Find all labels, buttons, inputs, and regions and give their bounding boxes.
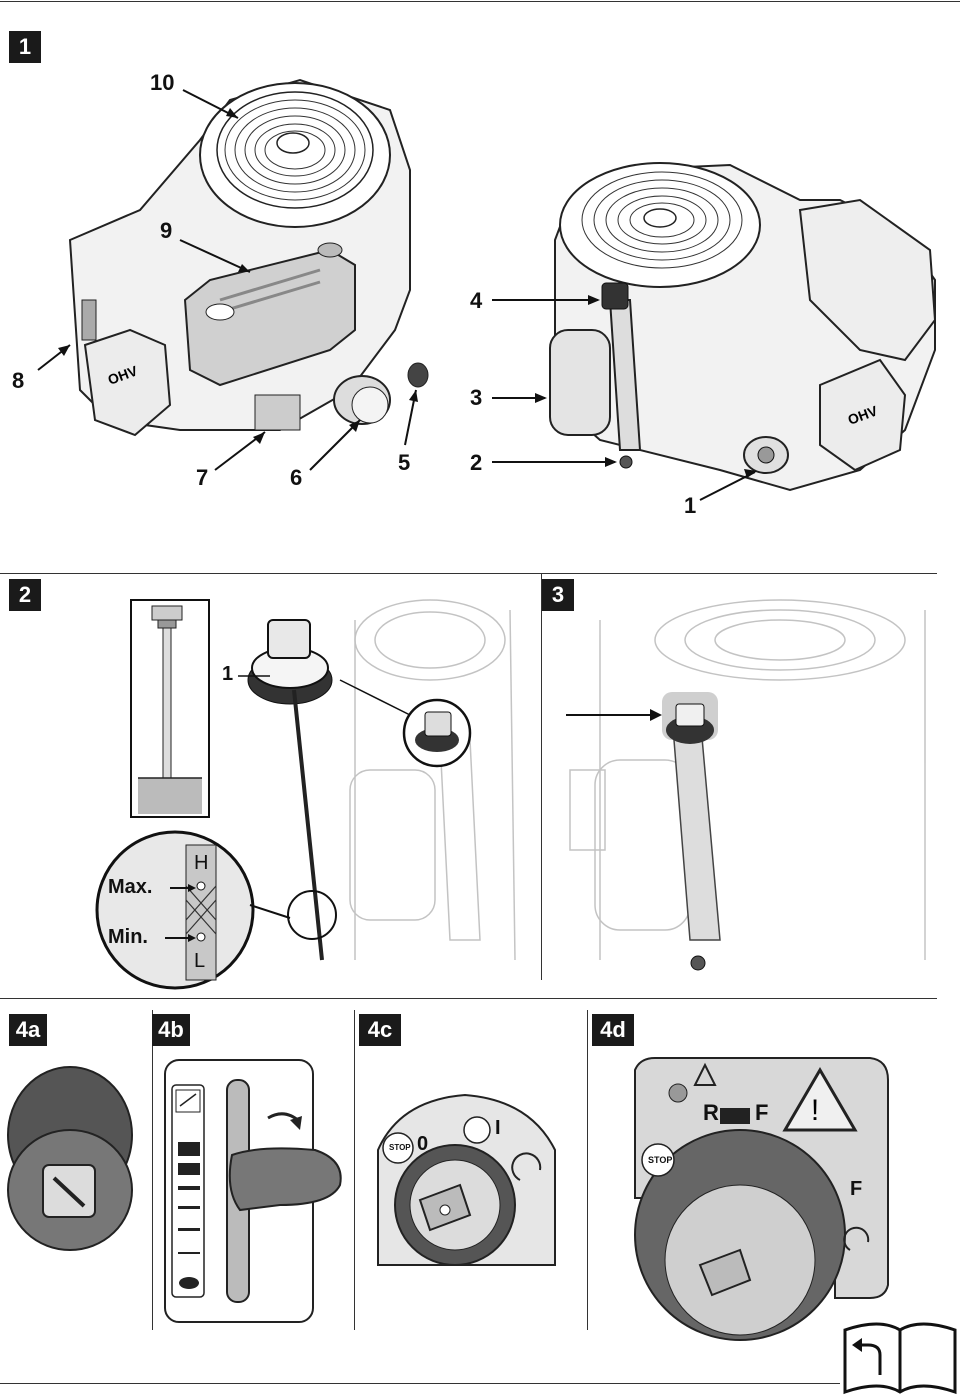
callout-1-fig1: 1 xyxy=(684,493,697,518)
figure-2-badge: 2 xyxy=(9,579,41,611)
callout-10: 10 xyxy=(150,70,175,95)
callout-7: 7 xyxy=(196,465,209,490)
divider-row1 xyxy=(0,573,937,574)
engine-right-illustration: OHV xyxy=(492,162,937,501)
callout-6: 6 xyxy=(290,465,303,490)
divider-row2 xyxy=(0,998,937,999)
panel-forward-label: F xyxy=(755,1100,769,1125)
figure-4a-badge: 4a xyxy=(9,1014,47,1046)
callout-9: 9 xyxy=(160,218,173,243)
panel-reverse-label: R xyxy=(703,1100,719,1125)
dipstick-callout-1: 1 xyxy=(222,663,234,685)
dipstick-max-label: Max. xyxy=(108,876,153,898)
key-stop-label: STOP xyxy=(389,1143,411,1152)
divider-4c-4d xyxy=(587,1010,588,1330)
figure-4b-badge: 4b xyxy=(152,1014,190,1046)
dipstick-illustration xyxy=(95,599,516,990)
top-rule xyxy=(0,1,960,2)
panel-forward2-label: F xyxy=(850,1178,863,1200)
divider-4a-4b xyxy=(152,1010,153,1330)
figure-3-badge: 3 xyxy=(542,579,574,611)
key-zero-label: 0 xyxy=(417,1133,429,1155)
svg-text:!: ! xyxy=(811,1094,819,1127)
key-one-label: I xyxy=(495,1117,501,1139)
callout-4: 4 xyxy=(470,288,483,313)
callout-3: 3 xyxy=(470,385,483,410)
figure-4d-badge: 4d xyxy=(592,1014,634,1046)
panel-stop-label: STOP xyxy=(648,1155,673,1165)
engine-left-illustration: OHV xyxy=(37,78,429,471)
dipstick-high-mark: H xyxy=(194,852,209,874)
callout-2: 2 xyxy=(470,450,483,475)
callout-8: 8 xyxy=(12,368,25,393)
oil-fill-cap-illustration xyxy=(566,599,926,971)
divider-fig2-fig3 xyxy=(541,574,542,980)
bottom-rule xyxy=(0,1383,840,1384)
figure-1-badge: 1 xyxy=(9,31,41,63)
dipstick-low-mark: L xyxy=(194,950,206,972)
divider-4b-4c xyxy=(354,1010,355,1330)
dipstick-min-label: Min. xyxy=(108,926,148,948)
callout-5: 5 xyxy=(398,450,411,475)
figure-4c-badge: 4c xyxy=(359,1014,401,1046)
